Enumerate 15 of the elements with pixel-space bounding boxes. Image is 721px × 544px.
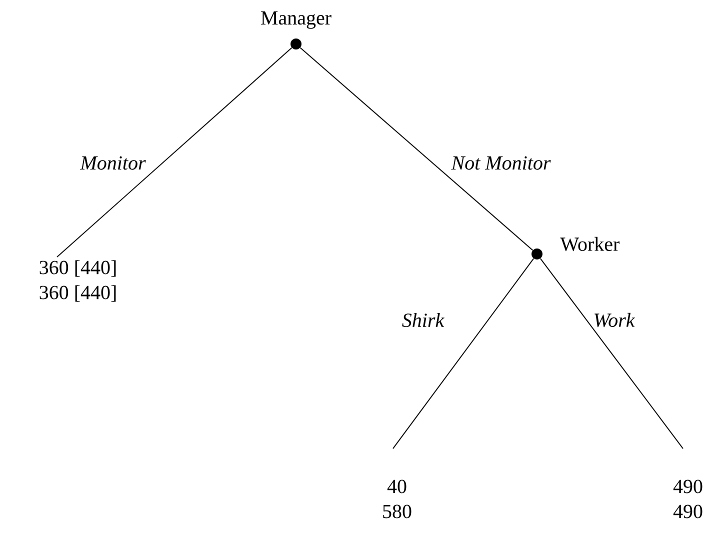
branch-label: Work xyxy=(594,312,636,328)
branch-label: Not Monitor xyxy=(451,156,551,170)
decision-dot xyxy=(532,248,542,260)
decision-dot xyxy=(290,38,302,50)
payoff-text: 490 490 xyxy=(673,480,702,518)
game-branch xyxy=(300,47,534,251)
branch-label: Shirk xyxy=(402,312,444,328)
branch-label: Monitor xyxy=(80,156,146,170)
payoff-text: 40 580 xyxy=(383,480,412,518)
game-branch xyxy=(392,258,534,450)
payoff-text: 360 [440] 360 [440] xyxy=(40,260,116,302)
game-branch xyxy=(540,258,684,450)
game-branch xyxy=(56,47,292,258)
player-name: Manager xyxy=(261,11,332,29)
player-name: Worker xyxy=(560,236,620,252)
